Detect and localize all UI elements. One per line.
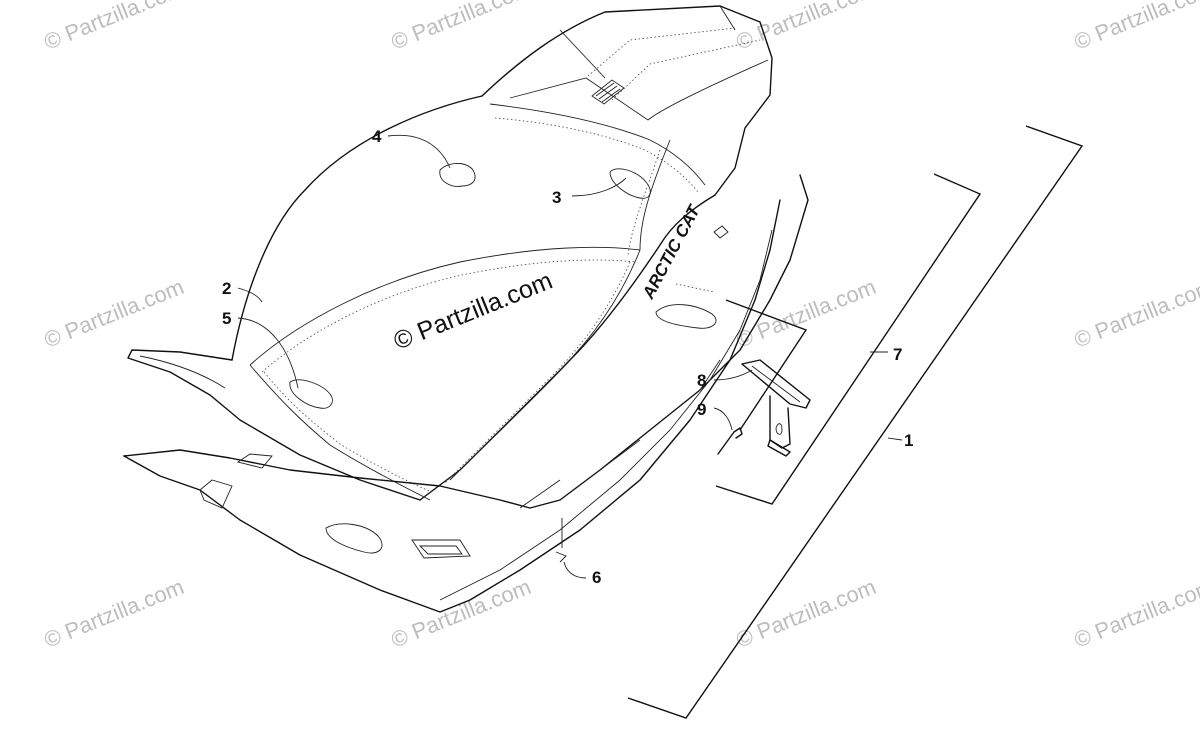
rivet-9 xyxy=(717,427,743,455)
leader-9 xyxy=(713,407,733,431)
leader-1 xyxy=(887,437,903,441)
group-bracket-hardware xyxy=(725,299,808,431)
callout-1: 1 xyxy=(904,431,913,450)
seat-tail-outline xyxy=(481,5,773,196)
seat-tail-stitch xyxy=(587,27,761,101)
arctic-cat-logo-text: ARCTIC CAT xyxy=(638,201,704,303)
seat-front-nose xyxy=(127,349,421,501)
leader-6 xyxy=(563,561,587,579)
callout-9: 9 xyxy=(697,400,706,419)
callout-5: 5 xyxy=(222,309,231,328)
bracket-plate-8-inner xyxy=(751,365,801,403)
seat-top-outline xyxy=(231,95,483,361)
seat-patch-5 xyxy=(289,379,333,409)
seat-base-dash xyxy=(675,283,715,293)
seat-base-front-bracket xyxy=(199,479,233,509)
watermark: © Partzilla.com xyxy=(733,0,880,55)
seat-front-panel xyxy=(249,364,431,501)
leader-5 xyxy=(237,317,299,389)
callout-4: 4 xyxy=(372,127,382,146)
watermark: © Partzilla.com xyxy=(41,0,188,55)
seat-tail-ridge xyxy=(559,5,736,79)
bracket-foot xyxy=(767,439,791,457)
seat-base-hook xyxy=(236,453,273,469)
bracket-plate-8 xyxy=(741,359,811,409)
callout-6: 6 xyxy=(592,568,601,587)
seat-base-vent-left xyxy=(325,523,383,554)
watermark: © Partzilla.com xyxy=(1071,574,1200,653)
bracket-strap-slot xyxy=(775,423,783,435)
seat-side-bolster xyxy=(449,249,641,481)
watermark: © Partzilla.com xyxy=(733,574,880,653)
watermark: © Partzilla.com xyxy=(388,0,535,55)
hardware-drawing xyxy=(717,359,811,457)
seat-base-vent-right xyxy=(411,539,471,559)
seat-base-vent-right-inner xyxy=(418,545,463,555)
leader-3 xyxy=(571,177,627,197)
seat-base-clip xyxy=(713,225,729,239)
seat-tail-panel xyxy=(509,59,769,121)
seat-base-lower-edge xyxy=(123,199,781,613)
group-bracket-1 xyxy=(627,125,1084,719)
leader-4 xyxy=(387,134,451,169)
leader-2 xyxy=(237,287,263,303)
watermark: © Partzilla.com xyxy=(1071,274,1200,353)
leader-lines xyxy=(237,134,903,579)
seat-patch-3 xyxy=(609,168,651,199)
group-bracket-7 xyxy=(715,173,982,505)
center-watermark: © Partzilla.com xyxy=(390,266,557,355)
seat-side-panel-line xyxy=(639,139,671,251)
watermark: © Partzilla.com xyxy=(388,574,535,653)
seat-side-stitch xyxy=(627,149,661,256)
callout-2: 2 xyxy=(222,279,231,298)
seat-base-side-rib xyxy=(519,359,721,509)
seat-rear-bolster xyxy=(489,103,706,186)
watermark: © Partzilla.com xyxy=(1071,0,1200,55)
seat-patch-4 xyxy=(439,163,476,187)
seat-front-nose-inner xyxy=(139,355,226,389)
callout-3: 3 xyxy=(552,188,561,207)
seat-tail-label-icon xyxy=(591,79,625,105)
seat-base-side-scoop xyxy=(655,304,717,329)
seat-center-stitch xyxy=(261,259,637,373)
watermark-layer: © Partzilla.com © Partzilla.com © Partzi… xyxy=(41,0,1200,653)
bracket-strap xyxy=(769,395,791,449)
watermark: © Partzilla.com xyxy=(733,274,880,353)
seat-base-inner-rim xyxy=(439,229,773,601)
seat-base-outline xyxy=(123,174,809,509)
seat-front-stitch xyxy=(263,371,433,493)
watermark: © Partzilla.com xyxy=(41,574,188,653)
callout-7: 7 xyxy=(893,345,902,364)
seat-center-panel xyxy=(249,246,641,366)
leader-6-stem xyxy=(555,518,567,563)
seat-rear-stitch xyxy=(494,117,699,193)
callout-8: 8 xyxy=(697,371,706,390)
watermark: © Partzilla.com xyxy=(41,274,188,353)
leader-8 xyxy=(713,369,753,381)
